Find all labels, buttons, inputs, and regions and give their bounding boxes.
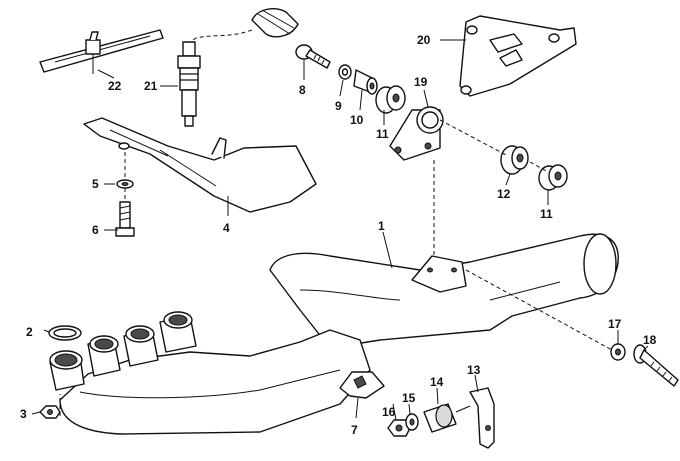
- callout-5: 5: [92, 177, 99, 191]
- callout-11: 11: [540, 207, 553, 221]
- muffler: [269, 233, 619, 349]
- cable-tie: [39, 29, 164, 74]
- leader-lines: [31, 39, 649, 421]
- callout-18: 18: [643, 333, 657, 347]
- bracket-plate-20: [459, 15, 577, 97]
- callout-16: 16: [382, 405, 396, 419]
- callout-22: 22: [108, 79, 122, 93]
- washer-5: [116, 179, 134, 189]
- bolt-18: [633, 344, 679, 387]
- callout-labels: 1 2 3 4 5 6 7 8 9 10 11 11 12 13 14 15 1…: [20, 33, 657, 437]
- callout-8: 8: [299, 83, 306, 97]
- callout-3: 3: [20, 407, 27, 421]
- nut-3: [39, 405, 61, 419]
- callout-1: 1: [378, 219, 385, 233]
- washer-9: [338, 64, 352, 80]
- spacer-sleeve: [353, 69, 378, 95]
- rubber-mount-top: [375, 85, 406, 114]
- callout-9: 9: [335, 99, 342, 113]
- clamp-clip: [339, 371, 385, 399]
- washer-17: [610, 343, 626, 361]
- nut-16: [387, 419, 411, 437]
- callout-2: 2: [26, 325, 33, 339]
- rubber-damper-14: [423, 403, 471, 433]
- assembly-lines: [59, 119, 613, 416]
- callout-6: 6: [92, 223, 99, 237]
- callout-7: 7: [351, 423, 358, 437]
- callout-14: 14: [430, 375, 444, 389]
- callout-4: 4: [223, 221, 230, 235]
- grommet-12: [500, 145, 529, 175]
- washer-15: [405, 413, 419, 431]
- holder-bracket-13: [469, 387, 495, 449]
- bracket-19: [389, 106, 444, 161]
- callout-21: 21: [144, 79, 158, 93]
- heat-shield: [83, 117, 317, 213]
- bolt-8: [295, 44, 331, 69]
- callout-10: 10: [350, 113, 364, 127]
- rubber-mount-right: [538, 164, 568, 191]
- callout-20: 20: [417, 33, 431, 47]
- callout-19: 19: [414, 75, 428, 89]
- callout-13: 13: [467, 363, 481, 377]
- callout-11: 11: [376, 127, 389, 141]
- exhaust-header: [49, 311, 371, 435]
- oxygen-sensor: [177, 8, 299, 127]
- bolt-6: [115, 201, 135, 237]
- callout-17: 17: [608, 317, 622, 331]
- callout-12: 12: [497, 187, 511, 201]
- callout-15: 15: [402, 391, 416, 405]
- gasket-ring: [48, 325, 82, 341]
